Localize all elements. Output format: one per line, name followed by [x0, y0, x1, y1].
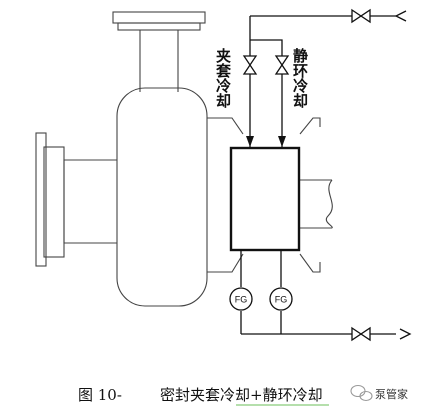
jacket-cooling-label: 夹套冷却 [214, 47, 232, 109]
figure-caption: 图 10- 密封夹套冷却+静环冷却 [78, 386, 329, 406]
discharge-flange-lower [117, 22, 201, 31]
supply-branch-right [250, 39, 283, 148]
flow-gauge-right: FG [269, 287, 293, 311]
pump-shaft [300, 179, 332, 229]
flow-gauge-left-label: FG [235, 295, 248, 305]
wechat-icon [350, 384, 373, 402]
suction-nozzle [63, 159, 117, 244]
seal-chamber [229, 146, 301, 252]
watermark: 泵管家 [350, 384, 408, 402]
piping [240, 15, 396, 335]
return-outlet-arrow [399, 328, 412, 340]
arrow-down-left [246, 136, 254, 147]
supply-inlet-arrow [394, 10, 407, 22]
shaft-break [325, 179, 333, 229]
suction-flange [43, 146, 65, 258]
discharge-neck [139, 30, 179, 92]
seal-gland [299, 117, 321, 273]
watermark-text: 泵管家 [375, 387, 408, 401]
flow-arrows [246, 136, 286, 147]
caption-figure-number: 图 10- [78, 386, 122, 404]
static-ring-cooling-label: 静环冷却 [291, 47, 309, 109]
arrow-down-right [278, 136, 286, 147]
flow-gauge-right-label: FG [275, 295, 288, 305]
seal-housing [207, 117, 244, 273]
valve-ring-supply [274, 55, 290, 75]
suction-flange-face [35, 132, 47, 267]
discharge-flange [112, 11, 206, 24]
flow-gauge-left: FG [229, 287, 253, 311]
pump-casing [116, 87, 208, 307]
valve-return-header [351, 326, 371, 342]
valve-supply-header [351, 8, 371, 24]
header-arrows [394, 10, 412, 340]
flow-gauge-left-circle [229, 287, 253, 311]
valve-jacket-supply [242, 55, 258, 75]
valves [242, 8, 371, 342]
caption-title: 密封夹套冷却+静环冷却 [160, 386, 323, 404]
pump-body [35, 11, 333, 307]
flow-gauge-right-circle [269, 287, 293, 311]
